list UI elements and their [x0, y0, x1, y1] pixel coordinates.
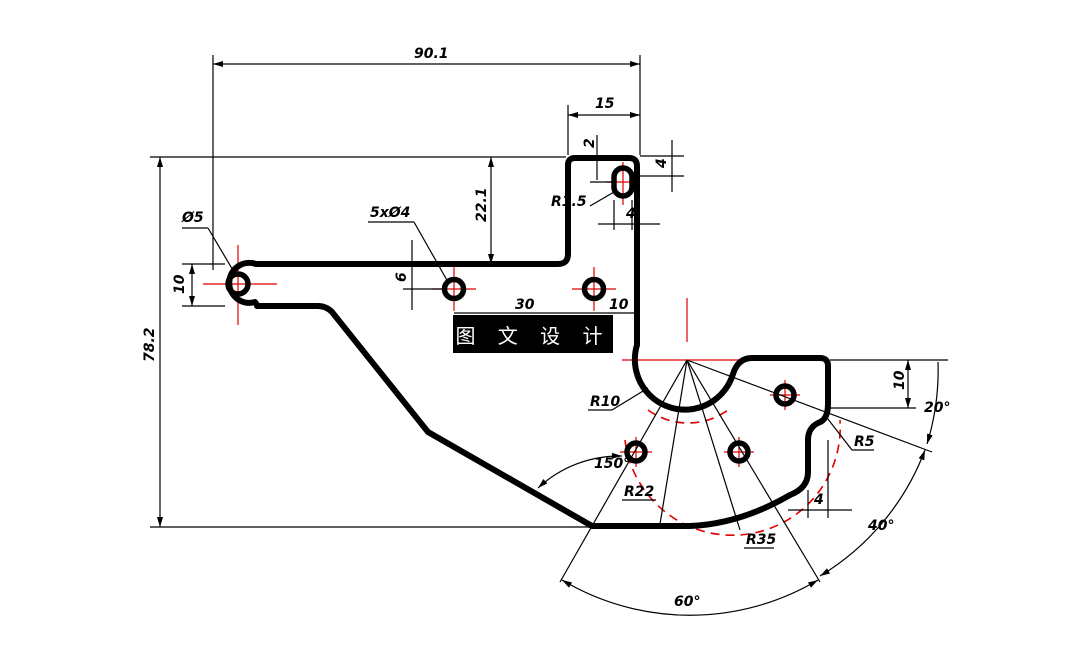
- watermark-banner: 图 文 设 计: [453, 315, 613, 353]
- dim-arm-height: 10: [172, 274, 188, 294]
- dim-angle-20: 20°: [924, 400, 950, 416]
- dim-overall-height: 78.2: [142, 327, 158, 362]
- hole-bottom-left: [624, 440, 648, 464]
- dim-slot-width: 4: [625, 206, 636, 222]
- hole-mid-1: [441, 276, 467, 302]
- slot-top: [611, 165, 635, 199]
- dim-top-gap: 2: [582, 138, 598, 148]
- dim-radius-r35: R35: [746, 532, 777, 548]
- dim-angle-60: 60°: [674, 594, 700, 610]
- hole-right-upper: [773, 383, 797, 407]
- dim-fillet-r5: R5: [854, 434, 875, 450]
- dim-notch-width: 4: [813, 492, 824, 508]
- dim-depth: 22.1: [474, 187, 490, 222]
- dim-overall-width: 90.1: [414, 46, 449, 62]
- r22-construction-arc: [624, 419, 842, 536]
- holes: [225, 165, 797, 464]
- dim-left-hole: Ø5: [181, 210, 204, 226]
- dim-right-gap: 10: [609, 297, 629, 313]
- dim-radius-r22: R22: [624, 484, 654, 500]
- dim-hole-offset: 6: [394, 272, 410, 282]
- dimension-lines: [150, 55, 948, 616]
- dim-holes-spec: 5xØ4: [370, 205, 410, 221]
- dimension-labels: 90.1 15 2 4 R1.5 4 Ø5 5xØ4 22.1 10 6 30 …: [142, 46, 950, 610]
- dim-fillet-r10: R10: [590, 394, 621, 410]
- dim-angle-150: 150°: [594, 456, 630, 472]
- part-outline: [226, 155, 831, 529]
- dim-top-right: 4: [654, 158, 670, 169]
- dim-right-height: 10: [892, 370, 908, 390]
- dim-angle-40: 40°: [867, 518, 894, 534]
- hole-bottom-right: [727, 440, 751, 464]
- dim-hole-spacing: 30: [515, 297, 535, 313]
- hole-left: [225, 271, 251, 297]
- hole-mid-2: [581, 276, 607, 302]
- dim-slot-radius: R1.5: [551, 194, 587, 210]
- dim-top-width: 15: [595, 96, 615, 112]
